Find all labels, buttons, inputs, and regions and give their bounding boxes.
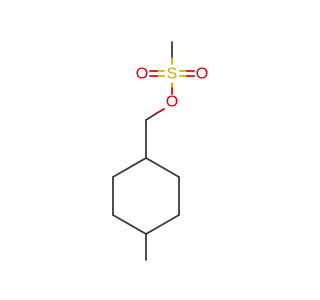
molecule-diagram: S O O O — [112, 41, 208, 261]
structure-svg: S O O O — [112, 41, 208, 261]
atom-oxygen-right: O — [196, 66, 208, 83]
bond-o-ch2-a — [156, 108, 165, 114]
ring-bond-6 — [145, 157, 180, 178]
ring-bond-1 — [112, 157, 147, 178]
atom-sulfur: S — [167, 66, 178, 83]
ring-bond-4 — [145, 214, 180, 235]
atom-oxygen-left: O — [136, 66, 148, 83]
atom-oxygen-ester: O — [166, 94, 178, 111]
bond-o-ch2-b — [145, 112, 158, 121]
ring-bond-3 — [112, 214, 147, 235]
